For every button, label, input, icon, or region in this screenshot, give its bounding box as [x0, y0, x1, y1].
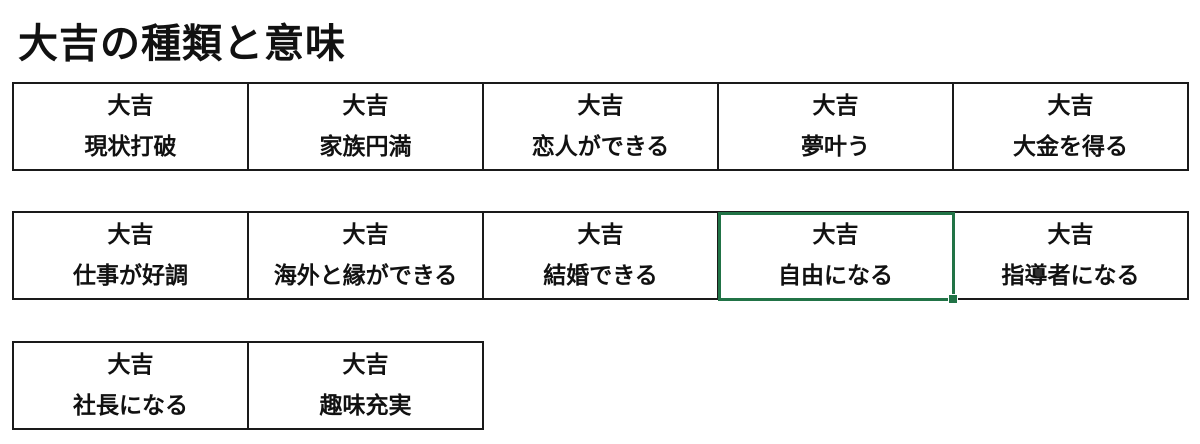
cell-fortune-label: 大吉: [1047, 93, 1094, 119]
fortune-table-row-3: 大吉 社長になる 大吉 趣味充実: [12, 341, 484, 430]
cell-meaning-label: 大金を得る: [1013, 134, 1128, 160]
table-cell[interactable]: 大吉 指導者になる: [954, 213, 1189, 300]
cell-fortune-label: 大吉: [812, 93, 859, 119]
selected-cell[interactable]: 大吉 自由になる: [718, 212, 958, 304]
cell-meaning-label: 家族円満: [319, 134, 412, 160]
table-cell[interactable]: 大吉 家族円満: [249, 84, 484, 171]
table-cell[interactable]: 大吉 恋人ができる: [484, 84, 719, 171]
cell-meaning-label: 仕事が好調: [73, 263, 188, 289]
cell-fortune-label: 大吉: [107, 93, 154, 119]
cell-fortune-label: 大吉: [342, 222, 389, 248]
cell-meaning-label: 現状打破: [84, 134, 177, 160]
fortune-table-row-1: 大吉 現状打破 大吉 家族円満 大吉 恋人ができる 大吉 夢叶う 大吉 大金を得…: [12, 82, 1189, 171]
table-cell[interactable]: 大吉 夢叶う: [719, 84, 954, 171]
cell-fortune-label: 大吉: [342, 352, 389, 378]
cell-fortune-label: 大吉: [577, 93, 624, 119]
table-cell[interactable]: 大吉 仕事が好調: [14, 213, 249, 300]
fill-handle[interactable]: [948, 294, 958, 304]
cell-fortune-label: 大吉: [577, 222, 624, 248]
table-cell[interactable]: 大吉 社長になる: [14, 343, 249, 430]
cell-meaning-label: 海外と縁ができる: [273, 263, 458, 289]
cell-fortune-label: 大吉: [107, 352, 154, 378]
table-cell[interactable]: 大吉 大金を得る: [954, 84, 1189, 171]
cell-meaning-label: 趣味充実: [319, 393, 412, 419]
cell-meaning-label: 結婚できる: [543, 263, 658, 289]
cell-meaning-label: 夢叶う: [801, 134, 870, 160]
cell-fortune-label: 大吉: [812, 222, 859, 248]
table-cell[interactable]: 大吉 結婚できる: [484, 213, 719, 300]
cell-meaning-label: 社長になる: [73, 393, 188, 419]
cell-meaning-label: 恋人ができる: [531, 134, 670, 160]
cell-meaning-label: 指導者になる: [1001, 263, 1140, 289]
page-title: 大吉の種類と意味: [18, 21, 346, 67]
table-cell[interactable]: 大吉 趣味充実: [249, 343, 484, 430]
table-cell[interactable]: 大吉 現状打破: [14, 84, 249, 171]
cell-fortune-label: 大吉: [107, 222, 154, 248]
fortune-table-row-2: 大吉 仕事が好調 大吉 海外と縁ができる 大吉 結婚できる 大吉 自由になる 大…: [12, 211, 1189, 304]
cell-fortune-label: 大吉: [1047, 222, 1094, 248]
cell-fortune-label: 大吉: [342, 93, 389, 119]
table-cell[interactable]: 大吉 海外と縁ができる: [249, 213, 484, 300]
cell-meaning-label: 自由になる: [778, 263, 893, 289]
